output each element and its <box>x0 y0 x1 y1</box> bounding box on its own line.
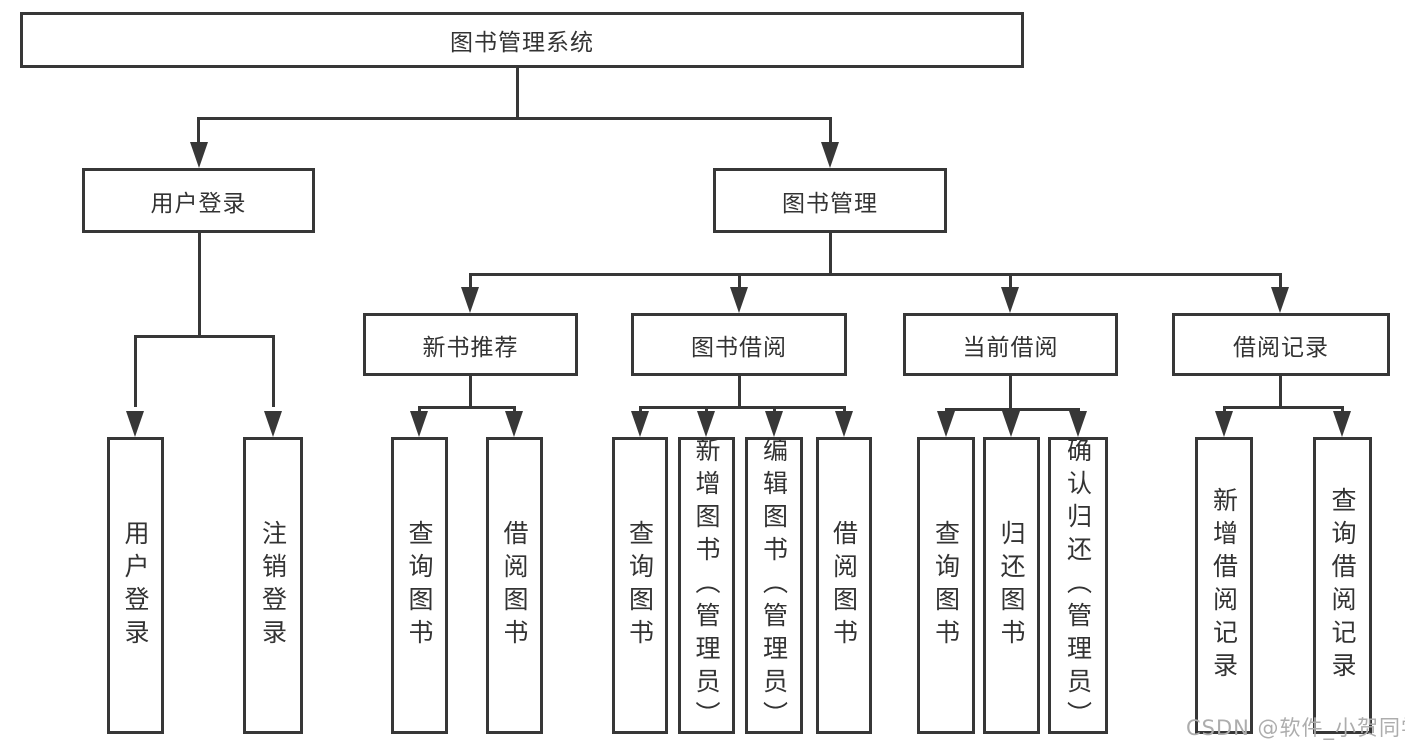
connector-line <box>469 273 472 291</box>
node-borrowing-records: 借阅记录 <box>1172 313 1390 376</box>
leaf-edit-books-admin-label: 编辑图书（管理员） <box>759 437 789 734</box>
node-user-login: 用户登录 <box>82 168 315 233</box>
node-borrowing-records-label: 借阅记录 <box>1233 334 1329 361</box>
connector-line <box>516 67 519 120</box>
arrow-down-icon <box>821 142 839 168</box>
connector-line <box>197 117 200 149</box>
leaf-query-books-recommend: 查询图书 <box>391 437 448 734</box>
node-current-borrowing-label: 当前借阅 <box>962 334 1059 361</box>
arrow-down-icon <box>461 287 479 313</box>
node-user-login-label: 用户登录 <box>150 190 247 217</box>
arrow-down-icon <box>264 411 282 437</box>
node-book-management-label: 图书管理 <box>782 190 878 217</box>
csdn-watermark: CSDN @软件_小贺同学 <box>1186 716 1405 740</box>
node-new-book-recommend-label: 新书推荐 <box>422 334 519 361</box>
arrow-down-icon <box>410 411 428 437</box>
connector-line <box>134 335 274 338</box>
arrow-down-icon <box>505 411 523 437</box>
node-current-borrowing: 当前借阅 <box>903 313 1118 376</box>
leaf-logout-label: 注销登录 <box>258 519 288 652</box>
node-book-management: 图书管理 <box>713 168 947 233</box>
arrow-down-icon <box>1215 411 1233 437</box>
arrow-down-icon <box>765 411 783 437</box>
arrow-down-icon <box>697 411 715 437</box>
leaf-confirm-return-admin: 确认归还（管理员） <box>1048 437 1108 734</box>
arrow-down-icon <box>1001 287 1019 313</box>
arrow-down-icon <box>126 411 144 437</box>
leaf-borrow-books: 借阅图书 <box>816 437 872 734</box>
connector-line <box>829 233 832 276</box>
connector-line <box>1279 273 1282 291</box>
connector-line <box>418 406 516 409</box>
leaf-add-books-admin: 新增图书（管理员） <box>678 437 735 734</box>
leaf-borrow-books-label: 借阅图书 <box>829 519 859 652</box>
connector-line <box>469 273 1281 276</box>
leaf-add-books-admin-label: 新增图书（管理员） <box>692 437 721 734</box>
leaf-user-login-label: 用户登录 <box>121 519 150 652</box>
leaf-return-books: 归还图书 <box>983 437 1040 734</box>
leaf-return-books-label: 归还图书 <box>997 519 1026 652</box>
connector-line <box>198 233 201 337</box>
connector-line <box>738 273 741 291</box>
connector-line <box>1009 376 1012 408</box>
leaf-query-books-borrow-label: 查询图书 <box>625 519 655 652</box>
connector-line <box>738 376 741 408</box>
leaf-query-books-current: 查询图书 <box>917 437 975 734</box>
node-new-book-recommend: 新书推荐 <box>363 313 578 376</box>
leaf-add-borrow-record-label: 新增借阅记录 <box>1209 486 1239 685</box>
connector-line <box>1009 273 1012 291</box>
connector-line <box>1279 376 1282 408</box>
arrow-down-icon <box>1002 411 1020 437</box>
connector-line <box>197 117 832 120</box>
leaf-add-borrow-record: 新增借阅记录 <box>1195 437 1253 734</box>
node-root-library-system: 图书管理系统 <box>20 12 1024 68</box>
leaf-edit-books-admin: 编辑图书（管理员） <box>745 437 803 734</box>
arrow-down-icon <box>1271 287 1289 313</box>
arrow-down-icon <box>730 287 748 313</box>
node-book-borrowing: 图书借阅 <box>631 313 847 376</box>
node-book-borrowing-label: 图书借阅 <box>691 334 787 361</box>
node-root-label: 图书管理系统 <box>450 30 594 56</box>
arrow-down-icon <box>835 411 853 437</box>
leaf-query-books-borrow: 查询图书 <box>612 437 668 734</box>
arrow-down-icon <box>631 411 649 437</box>
arrow-down-icon <box>190 142 208 168</box>
leaf-borrow-books-recommend: 借阅图书 <box>486 437 543 734</box>
leaf-logout: 注销登录 <box>243 437 303 734</box>
connector-line <box>469 376 472 408</box>
leaf-user-login: 用户登录 <box>107 437 164 734</box>
arrow-down-icon <box>1069 411 1087 437</box>
leaf-confirm-return-admin-label: 确认归还（管理员） <box>1063 437 1093 734</box>
arrow-down-icon <box>937 411 955 437</box>
leaf-borrow-books-recommend-label: 借阅图书 <box>500 519 529 652</box>
leaf-query-books-recommend-label: 查询图书 <box>405 519 434 652</box>
connector-line <box>1223 406 1343 409</box>
leaf-query-books-current-label: 查询图书 <box>931 519 961 652</box>
connector-line <box>829 117 832 149</box>
connector-line <box>272 335 275 407</box>
leaf-query-borrow-record-label: 查询借阅记录 <box>1328 486 1357 685</box>
arrow-down-icon <box>1333 411 1351 437</box>
connector-line <box>134 335 137 407</box>
connector-line <box>639 406 845 409</box>
leaf-query-borrow-record: 查询借阅记录 <box>1313 437 1372 734</box>
